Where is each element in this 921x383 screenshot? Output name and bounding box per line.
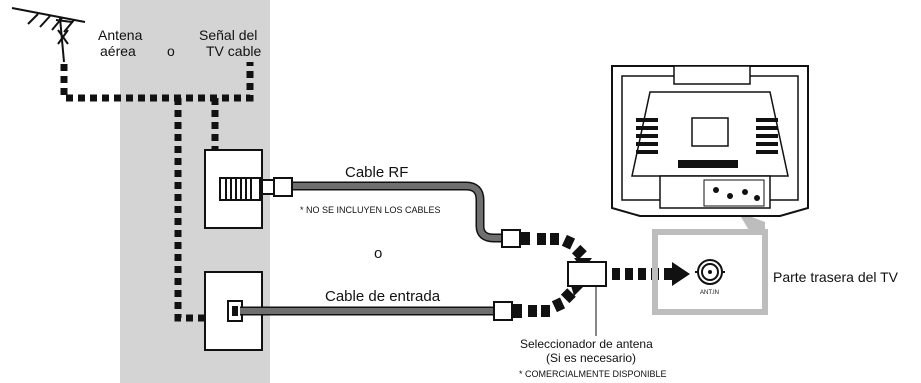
tv-back-zoom-box: [652, 212, 768, 315]
cables-not-included-note: * NO SE INCLUYEN LOS CABLES: [300, 205, 441, 215]
or-label-middle: o: [374, 245, 382, 262]
input-cable: [240, 301, 522, 321]
or-label-top: o: [167, 43, 175, 59]
selector-to-tv-arrow: [612, 262, 690, 286]
wall-outlet-rf: [204, 149, 263, 229]
antenna-selector-label-line2: (Si es necesario): [546, 351, 636, 365]
antenna-icon: [11, 7, 86, 63]
ant-in-label: ANT.IN: [700, 290, 719, 296]
commercially-available-note: * COMERCIALMENTE DISPONIBLE: [519, 369, 667, 379]
cable-tv-label-line1: Señal del: [199, 27, 257, 43]
rf-cable-label: Cable RF: [345, 164, 408, 181]
tv-back-label: Parte trasera del TV: [773, 269, 899, 285]
input-to-selector-dashes: [528, 282, 586, 317]
antenna-selector-box: [567, 261, 607, 287]
antenna-label-line2: aérea: [100, 43, 136, 59]
cable-tv-label-line2: TV cable: [206, 43, 261, 59]
rf-cable: [261, 177, 530, 248]
antenna-selector-label-line1: Seleccionador de antena: [520, 337, 653, 351]
tv-rear-illustration: [611, 65, 809, 217]
antenna-label-line1: Antena: [98, 27, 143, 43]
input-cable-label: Cable de entrada: [325, 288, 441, 305]
